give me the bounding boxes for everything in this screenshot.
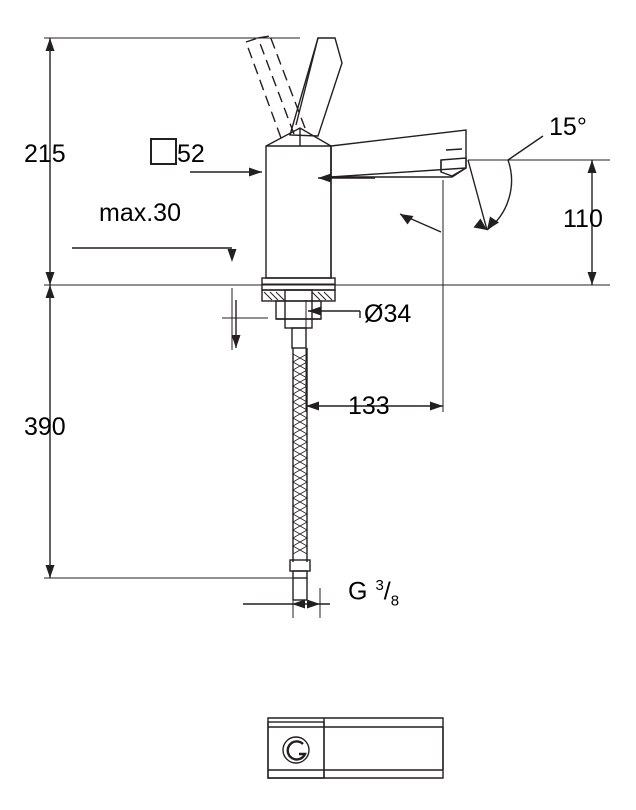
arrow-outlet-right	[473, 218, 487, 230]
lever-dashed-cap2	[257, 35, 271, 39]
leader-outlet-right	[467, 159, 488, 231]
arrow-thread-left	[307, 599, 320, 609]
hatch-3	[275, 291, 285, 301]
leader-15deg	[507, 135, 544, 161]
arrow-390-bottom	[45, 565, 55, 578]
dimension-label-390: 390	[24, 413, 66, 441]
spout-under-edge	[330, 167, 467, 178]
dimension-label-angle15: 15°	[549, 113, 587, 141]
arrow-d34	[308, 306, 321, 316]
degree-symbol-icon: °	[576, 113, 587, 141]
arrow-133-right	[430, 401, 443, 411]
hose-nut-bottom	[292, 570, 308, 579]
fraction-slash: /	[383, 577, 391, 606]
arrow-arc-end	[487, 216, 499, 230]
hatch-4	[317, 291, 327, 301]
hose-fitting-top	[291, 327, 307, 349]
arrow-outlet-left	[400, 214, 414, 225]
lever-raised-solid	[289, 37, 343, 137]
aerator-slot	[445, 148, 463, 151]
arrow-215-top	[45, 38, 55, 51]
arrow-133-left	[306, 401, 319, 411]
hatch-1	[263, 291, 273, 301]
arrow-110-bottom	[587, 272, 597, 285]
hatch-5	[323, 291, 333, 301]
arrow-lever	[318, 173, 331, 183]
dimension-label-max30: max.30	[99, 199, 181, 227]
arrow-max30	[227, 249, 237, 262]
hatch-6	[311, 291, 321, 301]
thread-numerator: 3	[375, 577, 384, 594]
lever-dashed-left	[245, 41, 282, 139]
logo-g-glyph	[286, 740, 307, 761]
arrow-110-top	[587, 160, 597, 173]
dimension-label-diameter34: Ø34	[364, 300, 412, 328]
diameter-symbol-icon: Ø	[364, 300, 384, 328]
hatch-2	[269, 291, 279, 301]
arrow-52	[249, 167, 262, 177]
lever-dashed-cap1	[245, 37, 259, 43]
logo-circle	[282, 736, 310, 764]
tap-body-block	[265, 127, 332, 279]
dimension-label-110: 110	[563, 205, 603, 233]
lever-dashed-mid	[257, 37, 295, 135]
lever-raised-edge	[295, 37, 319, 126]
hose-braid	[292, 353, 308, 555]
lever-dashed-right	[269, 35, 306, 129]
spout-outlet	[440, 157, 467, 177]
drawing-lines	[44, 35, 610, 779]
dimension-label-215: 215	[24, 140, 66, 168]
square-symbol-icon	[150, 138, 177, 165]
dimension-label-square52: 52	[150, 138, 205, 169]
thread-denominator: 8	[390, 592, 400, 610]
arrow-390-top	[45, 285, 55, 298]
arrow-215-bottom	[45, 272, 55, 285]
threaded-stud	[284, 289, 313, 329]
dimension-label-133: 133	[348, 392, 390, 420]
arrow-thread-right	[292, 599, 305, 609]
thread-label-g38: G 3/8	[348, 577, 400, 610]
arrow-washer-up	[231, 335, 241, 348]
